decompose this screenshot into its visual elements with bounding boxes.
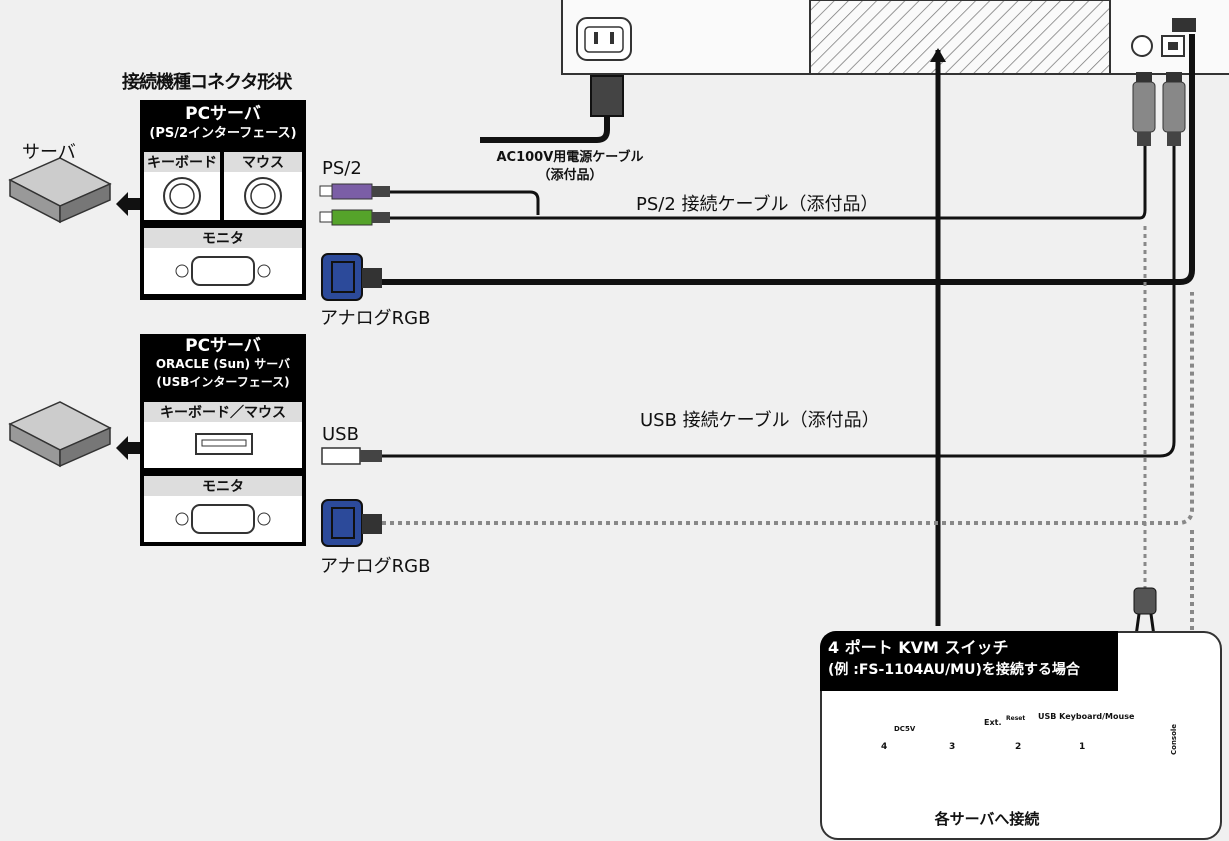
ps2-panel-subtitle: (PS/2インターフェース) xyxy=(149,126,297,141)
keyboard-label: キーボード xyxy=(144,150,220,172)
port-1-label: 1 xyxy=(1079,742,1086,752)
usb-panel-title: PCサーバ xyxy=(185,336,261,356)
ps2-label: PS/2 xyxy=(322,158,362,179)
vga-port-2 xyxy=(144,496,302,542)
usb-panel-subtitle: ORACLE (Sun) サーバ xyxy=(155,357,291,371)
arrow-left-icon-2 xyxy=(116,436,142,460)
port-4-label: 4 xyxy=(881,742,888,752)
vga-port-icon xyxy=(175,256,271,286)
ps2-panel-title: PCサーバ xyxy=(185,104,261,124)
monitor-label-2: モニタ xyxy=(144,474,302,496)
server-icon xyxy=(8,157,112,224)
ps2-port-icon xyxy=(163,177,201,215)
kvm-subtitle: (例 :FS-1104AU/MU)を接続する場合 xyxy=(828,662,1080,678)
analog-rgb-label: アナログRGB xyxy=(320,308,431,329)
connector-shape-heading: 接続機種コネクタ形状 xyxy=(122,72,292,93)
ps2-port-icon xyxy=(244,177,282,215)
server-icon-2 xyxy=(8,401,112,468)
port-2-label: 2 xyxy=(1015,742,1022,752)
vga-cable-2 xyxy=(321,292,1194,547)
connect-each-server-caption: 各サーバへ接続 xyxy=(934,810,1040,828)
mouse-label: マウス xyxy=(224,150,302,172)
power-cable xyxy=(480,75,624,143)
reset-label: Reset xyxy=(1006,715,1026,722)
analog-rgb-label-2: アナログRGB xyxy=(320,556,431,577)
usb-connector-panel: PCサーバ ORACLE (Sun) サーバ (USBインターフェース) キーボ… xyxy=(140,334,306,546)
dc-label: DC5V xyxy=(894,725,916,733)
usb-port-icon xyxy=(195,433,253,455)
ps2-cable-label: PS/2 接続ケーブル（添付品） xyxy=(636,194,879,215)
ext-label: Ext. xyxy=(984,718,1002,727)
console-label: Console xyxy=(1170,723,1178,755)
power-cable-label: AC100V用電源ケーブル xyxy=(496,150,644,165)
kvm-title: 4 ポート KVM スイッチ xyxy=(828,638,1009,657)
rear-panel-unit xyxy=(561,0,1229,75)
monitor-label: モニタ xyxy=(144,226,302,248)
usb-label: USB xyxy=(322,424,359,445)
power-cable-label-2: （添付品） xyxy=(537,168,603,183)
ps2-connector-panel: PCサーバ (PS/2インターフェース) キーボード マウス モニタ xyxy=(140,100,306,300)
vga-port xyxy=(144,248,302,294)
keyboard-mouse-label: キーボード／マウス xyxy=(144,400,302,422)
ps2-keyboard-port xyxy=(144,172,220,220)
usb-cable-label: USB 接続ケーブル（添付品） xyxy=(640,410,880,431)
vga-port-icon xyxy=(175,504,271,534)
kvm-title-block: 4 ポート KVM スイッチ (例 :FS-1104AU/MU)を接続する場合 xyxy=(820,631,1118,691)
ps2-mouse-port xyxy=(224,172,302,220)
usb-cable xyxy=(321,146,1176,465)
usb-port xyxy=(144,422,302,468)
server-label: サーバ xyxy=(22,142,76,163)
ps2-cable xyxy=(319,72,1186,226)
port-3-label: 3 xyxy=(949,742,956,752)
arrow-left-icon xyxy=(116,192,142,216)
usb-panel-subtitle-2: (USBインターフェース) xyxy=(156,375,290,389)
usb-keyboard-mouse-label: USB Keyboard/Mouse xyxy=(1038,712,1135,721)
vga-cable xyxy=(321,34,1195,301)
